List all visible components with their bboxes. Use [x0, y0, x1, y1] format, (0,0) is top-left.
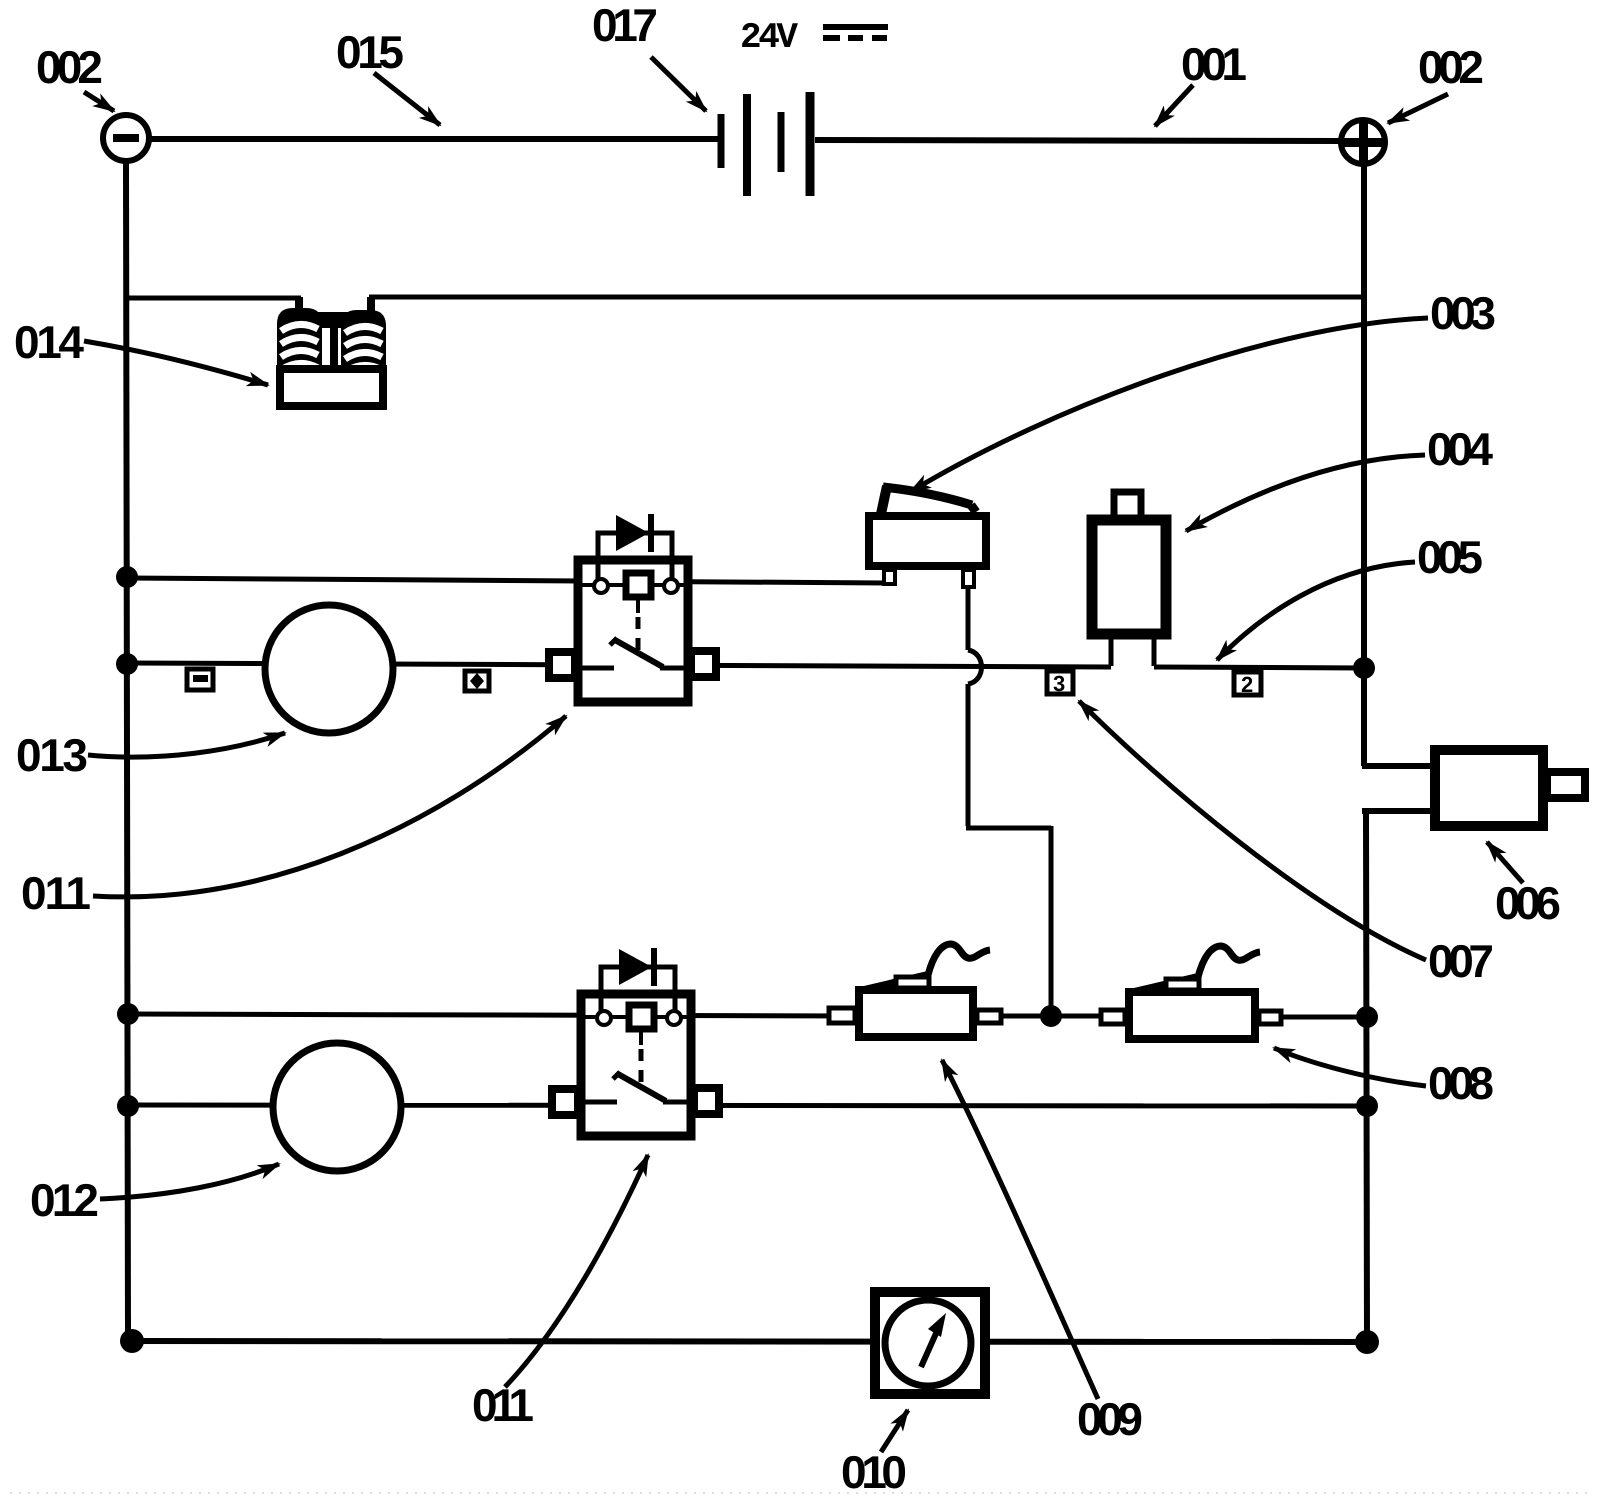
svg-text:008: 008 — [1428, 1057, 1494, 1109]
svg-text:006: 006 — [1495, 877, 1561, 929]
svg-text:007: 007 — [1428, 935, 1494, 987]
svg-text:013: 013 — [16, 729, 88, 781]
svg-text:005: 005 — [1417, 531, 1483, 583]
svg-text:009: 009 — [1077, 1393, 1143, 1445]
svg-text:010: 010 — [841, 1446, 907, 1497]
svg-text:011: 011 — [472, 1379, 534, 1431]
svg-text:014: 014 — [14, 316, 84, 368]
svg-text:015: 015 — [336, 26, 404, 78]
svg-text:002: 002 — [36, 41, 103, 93]
svg-text:004: 004 — [1427, 423, 1493, 475]
svg-text:011: 011 — [21, 867, 91, 919]
svg-text:012: 012 — [30, 1174, 99, 1226]
svg-text:24V: 24V — [740, 17, 798, 58]
svg-text:003: 003 — [1430, 287, 1496, 339]
svg-text:2: 2 — [1241, 672, 1253, 697]
svg-text:017: 017 — [592, 0, 658, 51]
svg-text:002: 002 — [1418, 41, 1484, 93]
svg-text:001: 001 — [1181, 38, 1247, 90]
svg-text:3: 3 — [1053, 671, 1065, 696]
